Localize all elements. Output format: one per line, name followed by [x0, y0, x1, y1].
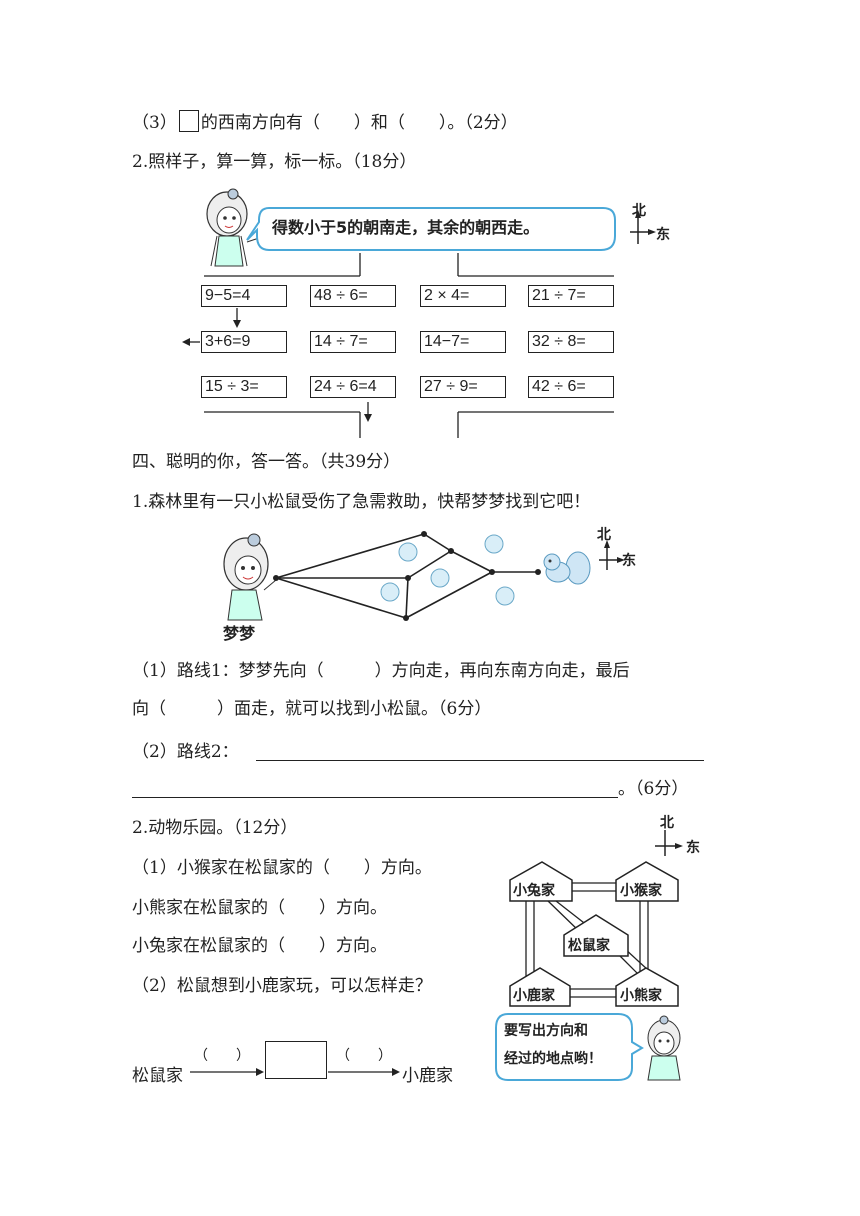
equation-box: 14−7= — [420, 331, 506, 353]
route1-line1: （1）路线1：梦梦先向（ ）方向走，再向东南方向走，最后 — [132, 661, 630, 681]
route2-label: （2）路线2： — [132, 742, 239, 762]
girl-icon — [647, 1015, 681, 1081]
route1-line2: 向（ ）面走，就可以找到小松鼠。（6分） — [132, 699, 492, 719]
section-title: 四、聪明的你，答一答。（共39分） — [132, 452, 401, 472]
compass-north: 北 — [597, 527, 611, 543]
equation-box: 14 ÷ 7= — [310, 331, 396, 353]
house-bear: 小熊家 — [620, 988, 662, 1004]
bubble-text-1: 要写出方向和 — [504, 1023, 588, 1039]
equation-box: 42 ÷ 6= — [528, 376, 614, 398]
p2-line1: （1）小猴家在松鼠家的（ ）方向。 — [132, 858, 432, 878]
squirrel-icon — [543, 551, 591, 585]
direction-blank: （ ） — [194, 1048, 250, 1064]
p2-line2: 小熊家在松鼠家的（ ）方向。 — [132, 898, 387, 918]
compass-icon — [599, 540, 625, 570]
path-end: 小鹿家 — [402, 1066, 453, 1086]
compass-east: 东 — [622, 553, 636, 569]
answer-line[interactable] — [132, 797, 618, 798]
house-map — [509, 861, 679, 1007]
equation-box: 27 ÷ 9= — [420, 376, 506, 398]
route2-end: 。（6分） — [618, 779, 689, 799]
equation-box: 24 ÷ 6=4 — [310, 376, 396, 398]
compass-east: 东 — [656, 227, 670, 243]
bubble-text-2: 经过的地点哟！ — [504, 1051, 602, 1067]
girl-label: 梦梦 — [223, 624, 256, 643]
house-rabbit: 小兔家 — [513, 883, 555, 899]
p2-title: 2.动物乐园。（12分） — [132, 818, 298, 838]
speech-bubble — [246, 207, 616, 251]
equation-box: 3+6=9 — [201, 331, 287, 353]
equation-box: 21 ÷ 7= — [528, 285, 614, 307]
speech-bubble — [495, 1013, 644, 1081]
girl-icon — [206, 188, 260, 267]
direction-blank: （ ） — [336, 1048, 392, 1064]
equation-box: 2 × 4= — [420, 285, 506, 307]
compass-icon — [630, 210, 656, 244]
bubble-text: 得数小于5的朝南走，其余的朝西走。 — [272, 218, 540, 237]
house-squirrel: 松鼠家 — [568, 938, 610, 954]
compass-north: 北 — [632, 203, 646, 219]
girl-icon — [223, 533, 277, 621]
route-map — [273, 531, 541, 621]
path-start: 松鼠家 — [132, 1066, 183, 1086]
p2-line3: 小兔家在松鼠家的（ ）方向。 — [132, 936, 387, 956]
p1-title: 1.森林里有一只小松鼠受伤了急需救助，快帮梦梦找到它吧！ — [132, 492, 591, 512]
q2-title: 2.照样子，算一算，标一标。（18分） — [132, 152, 417, 172]
blank-square — [178, 110, 199, 132]
q3-line: （3）的西南方向有（ ）和（ ）。（2分） — [132, 110, 518, 134]
grid-lines — [182, 253, 614, 438]
arrow — [190, 1068, 264, 1076]
arrow — [328, 1068, 400, 1076]
compass-icon — [655, 830, 683, 856]
equation-box: 32 ÷ 8= — [528, 331, 614, 353]
equation-box: 9−5=4 — [201, 285, 287, 307]
compass-north: 北 — [660, 815, 674, 831]
house-deer: 小鹿家 — [513, 988, 555, 1004]
equation-box: 15 ÷ 3= — [201, 376, 287, 398]
answer-line[interactable] — [256, 760, 704, 761]
house-monkey: 小猴家 — [620, 883, 662, 899]
compass-east: 东 — [686, 840, 700, 856]
equation-box: 48 ÷ 6= — [310, 285, 396, 307]
p2-line4: （2）松鼠想到小鹿家玩，可以怎样走？ — [132, 976, 432, 996]
waypoint-box[interactable] — [265, 1041, 327, 1079]
